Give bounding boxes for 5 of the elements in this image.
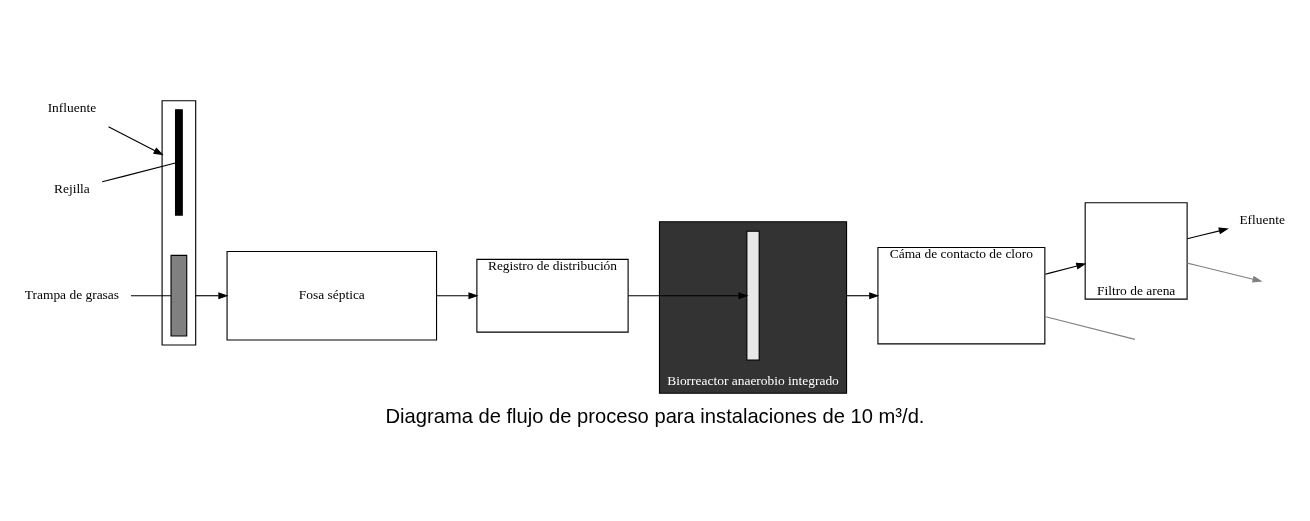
node-text: Efluente	[1239, 211, 1285, 227]
node-text: Rejilla	[53, 180, 90, 196]
node-text: Influente	[47, 99, 97, 115]
node-text: Trampa de grasas	[24, 286, 120, 302]
caption: Diagrama de flujo de proceso para instalaciones de 10 m³/d.	[385, 404, 925, 427]
